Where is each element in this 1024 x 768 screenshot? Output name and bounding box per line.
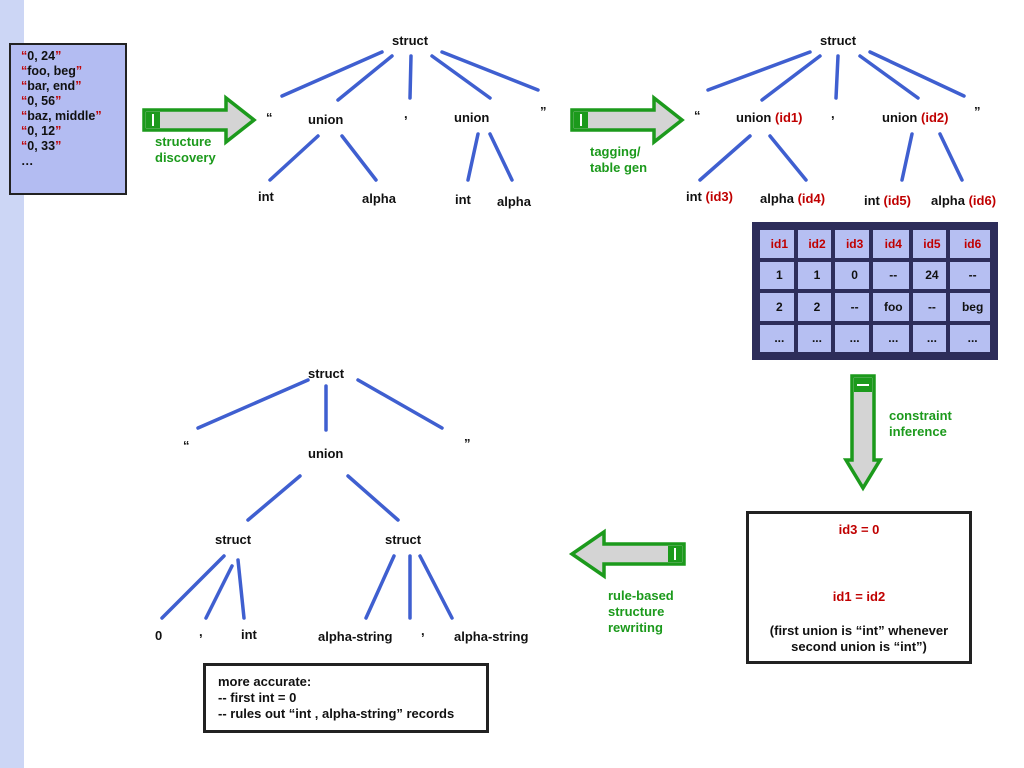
- tree1-leaf: alpha: [497, 194, 531, 209]
- tree2-comma: ,: [831, 106, 835, 121]
- table-cell: beg: [950, 293, 990, 321]
- tree1-comma: ,: [404, 106, 408, 121]
- table-cell: 1: [760, 261, 794, 289]
- step-label-rewriting: rule-based structure rewriting: [608, 588, 674, 635]
- tree1-root-label: struct: [392, 33, 429, 48]
- tree3-leaf: 0: [155, 628, 163, 643]
- table-cell: 1: [797, 261, 832, 289]
- table-cell: --: [872, 261, 909, 289]
- tree2-leaf: alpha (id6): [931, 193, 997, 208]
- arrow-tagging: [570, 94, 685, 146]
- constraint-note: (first union is “int” whenever second un…: [769, 623, 949, 654]
- table-cell: foo: [872, 293, 909, 321]
- step-label-structure-discovery: structure discovery: [155, 134, 216, 165]
- input-records-box: “0, 24” “foo, beg” “bar, end” “0, 56” “b…: [9, 43, 127, 195]
- tree1-leaf: int: [258, 189, 274, 204]
- tree3-leaf: ,: [199, 624, 203, 639]
- table-cell: ...: [760, 324, 794, 352]
- table-cell: ...: [872, 324, 909, 352]
- tree2-close-quote: ”: [974, 104, 981, 119]
- tree1-open-quote: “: [266, 110, 273, 125]
- tree1-close-quote: ”: [540, 104, 547, 119]
- table-header-cell: id4: [872, 230, 909, 258]
- tree2-union-right: union (id2): [882, 110, 949, 125]
- input-record: “bar, end”: [21, 79, 82, 93]
- tree3-open-quote: “: [183, 438, 190, 453]
- table-cell: --: [912, 293, 947, 321]
- table-header-cell: id1: [760, 230, 794, 258]
- table-cell: ...: [950, 324, 990, 352]
- tree1-union-left: union: [308, 112, 344, 127]
- tree3-close-quote: ”: [464, 436, 471, 451]
- input-record: “baz, middle”: [21, 109, 102, 123]
- constraint-2: id1 = id2: [832, 589, 886, 604]
- tree3-leaf: alpha-string: [318, 629, 393, 644]
- constraint-1: id3 = 0: [838, 522, 880, 537]
- step-label-tagging: tagging/ table gen: [590, 144, 648, 175]
- tree3-struct-right: struct: [385, 532, 422, 547]
- table-header-cell: id6: [950, 230, 990, 258]
- tag-table: id1 id2 id3 id4 id5 id6 1 1 0 -- 24 -- 2…: [752, 222, 998, 360]
- tree3-edges: [160, 378, 454, 620]
- tree2-open-quote: “: [694, 108, 701, 123]
- constraints-box: id3 = 0 id1 = id2 (first union is “int” …: [746, 511, 972, 664]
- tree2-union-left: union (id1): [736, 110, 803, 125]
- tree2-leaf: int (id5): [864, 193, 911, 208]
- step-label-constraint-inference: constraint inference: [889, 408, 952, 439]
- table-cell: 2: [797, 293, 832, 321]
- tree1-edges: [268, 50, 540, 182]
- tree1-leaf: alpha: [362, 191, 396, 206]
- table-cell: 24: [912, 261, 947, 289]
- table-header-cell: id2: [797, 230, 832, 258]
- tree2-root-label: struct: [820, 33, 857, 48]
- tree2-edges: [698, 50, 966, 182]
- table-cell: --: [950, 261, 990, 289]
- tree3-leaf: ,: [421, 623, 425, 638]
- result-note-box: more accurate: -- first int = 0 -- rules…: [203, 663, 489, 733]
- input-record: “0, 24”: [21, 49, 62, 63]
- table-row: 2 2 -- foo -- beg: [760, 293, 990, 321]
- tree3-leaf: alpha-string: [454, 629, 529, 644]
- tree1-leaf: int: [455, 192, 471, 207]
- table-cell: ...: [797, 324, 832, 352]
- tree3-leaf: int: [241, 627, 257, 642]
- tree3-struct-left: struct: [215, 532, 252, 547]
- table-cell: --: [835, 293, 869, 321]
- table-cell: ...: [835, 324, 869, 352]
- arrow-constraint-inference: [842, 374, 884, 492]
- table-row: ... ... ... ... ... ...: [760, 324, 990, 352]
- tree2-leaf: alpha (id4): [760, 191, 826, 206]
- table-cell: ...: [912, 324, 947, 352]
- tree1-union-right: union: [454, 110, 490, 125]
- table-row: 1 1 0 -- 24 --: [760, 261, 990, 289]
- table-header-cell: id3: [835, 230, 869, 258]
- arrow-structure-discovery: [142, 94, 257, 146]
- input-record: …: [21, 154, 34, 168]
- input-record: “0, 56”: [21, 94, 62, 108]
- table-cell: 0: [835, 261, 869, 289]
- input-record: “0, 12”: [21, 124, 62, 138]
- tree2-leaf: int (id3): [686, 189, 733, 204]
- table-header-cell: id5: [912, 230, 947, 258]
- table-cell: 2: [760, 293, 794, 321]
- input-record: “0, 33”: [21, 139, 62, 153]
- tree3-union-label: union: [308, 446, 344, 461]
- input-record: “foo, beg”: [21, 64, 83, 78]
- table-header-row: id1 id2 id3 id4 id5 id6: [760, 230, 990, 258]
- arrow-rewriting: [568, 528, 686, 580]
- tree3-root-label: struct: [308, 366, 345, 381]
